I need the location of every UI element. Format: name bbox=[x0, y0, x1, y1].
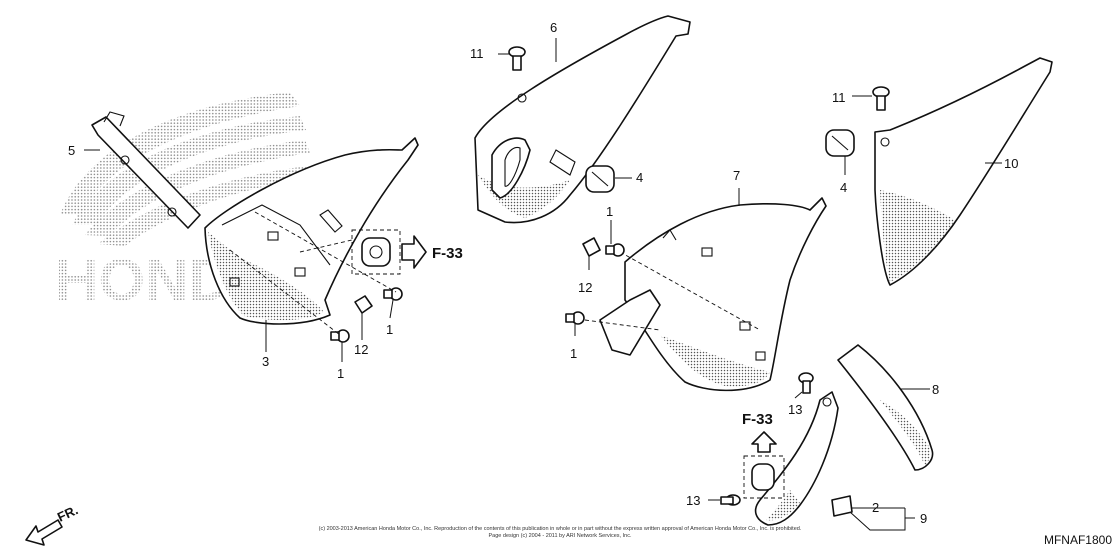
bolt-11-upper bbox=[508, 46, 526, 71]
callout-1-d: 1 bbox=[570, 346, 577, 361]
callout-4-b: 4 bbox=[840, 180, 847, 195]
callout-12-a: 12 bbox=[354, 342, 368, 357]
diagram-code: MFNAF1800 bbox=[1044, 533, 1112, 547]
part-stay-5 bbox=[91, 111, 201, 229]
grommet-4-right bbox=[825, 129, 855, 157]
callout-11-a: 11 bbox=[470, 46, 484, 61]
copyright-line-1: (c) 2003-2013 American Honda Motor Co., … bbox=[319, 526, 802, 532]
bolt-13-lower bbox=[720, 494, 741, 506]
callout-13-b: 13 bbox=[686, 493, 700, 508]
callout-5: 5 bbox=[68, 143, 75, 158]
reference-f33-lower: F-33 bbox=[742, 411, 773, 428]
screw-1-upper-left bbox=[383, 287, 403, 301]
callout-8: 8 bbox=[932, 382, 939, 397]
front-direction-arrow-icon bbox=[25, 519, 63, 546]
callout-1-b: 1 bbox=[386, 322, 393, 337]
part-rear-strip-8 bbox=[837, 344, 934, 471]
front-label: FR. bbox=[55, 502, 80, 524]
clip-12-center bbox=[582, 237, 601, 257]
copyright-line-2: Page design (c) 2004 - 2011 by ARI Netwo… bbox=[489, 533, 632, 539]
reference-arrow-up bbox=[743, 431, 785, 499]
leader-lines bbox=[84, 38, 1002, 531]
grommet-left bbox=[351, 229, 401, 275]
callout-13-a: 13 bbox=[788, 402, 802, 417]
callout-3: 3 bbox=[262, 354, 269, 369]
part-inner-fender-7 bbox=[599, 197, 827, 392]
screw-1-lower-center bbox=[565, 311, 585, 325]
bolt-13-upper bbox=[798, 372, 814, 394]
bolt-11-right bbox=[872, 86, 890, 111]
screw-1-center bbox=[605, 243, 625, 257]
clip-12-left bbox=[354, 295, 373, 314]
part-side-cover-3 bbox=[204, 137, 419, 325]
reference-f33-right: F-33 bbox=[432, 245, 463, 262]
part-upper-cover-6 bbox=[474, 15, 691, 224]
part-side-cover-10 bbox=[874, 57, 1053, 286]
callout-4-a: 4 bbox=[636, 170, 643, 185]
screw-1-lower-left bbox=[330, 329, 350, 343]
callout-10: 10 bbox=[1004, 156, 1018, 171]
reference-arrow-right bbox=[401, 235, 427, 269]
callout-1-a: 1 bbox=[337, 366, 344, 381]
callout-11-b: 11 bbox=[832, 90, 846, 105]
callout-6: 6 bbox=[550, 20, 557, 35]
callout-2: 2 bbox=[872, 500, 879, 515]
callout-12-b: 12 bbox=[578, 280, 592, 295]
grommet-4-center bbox=[585, 165, 615, 193]
callout-1-c: 1 bbox=[606, 204, 613, 219]
callout-7: 7 bbox=[733, 168, 740, 183]
part-lower-guard-9 bbox=[754, 391, 853, 526]
callout-9: 9 bbox=[920, 511, 927, 526]
